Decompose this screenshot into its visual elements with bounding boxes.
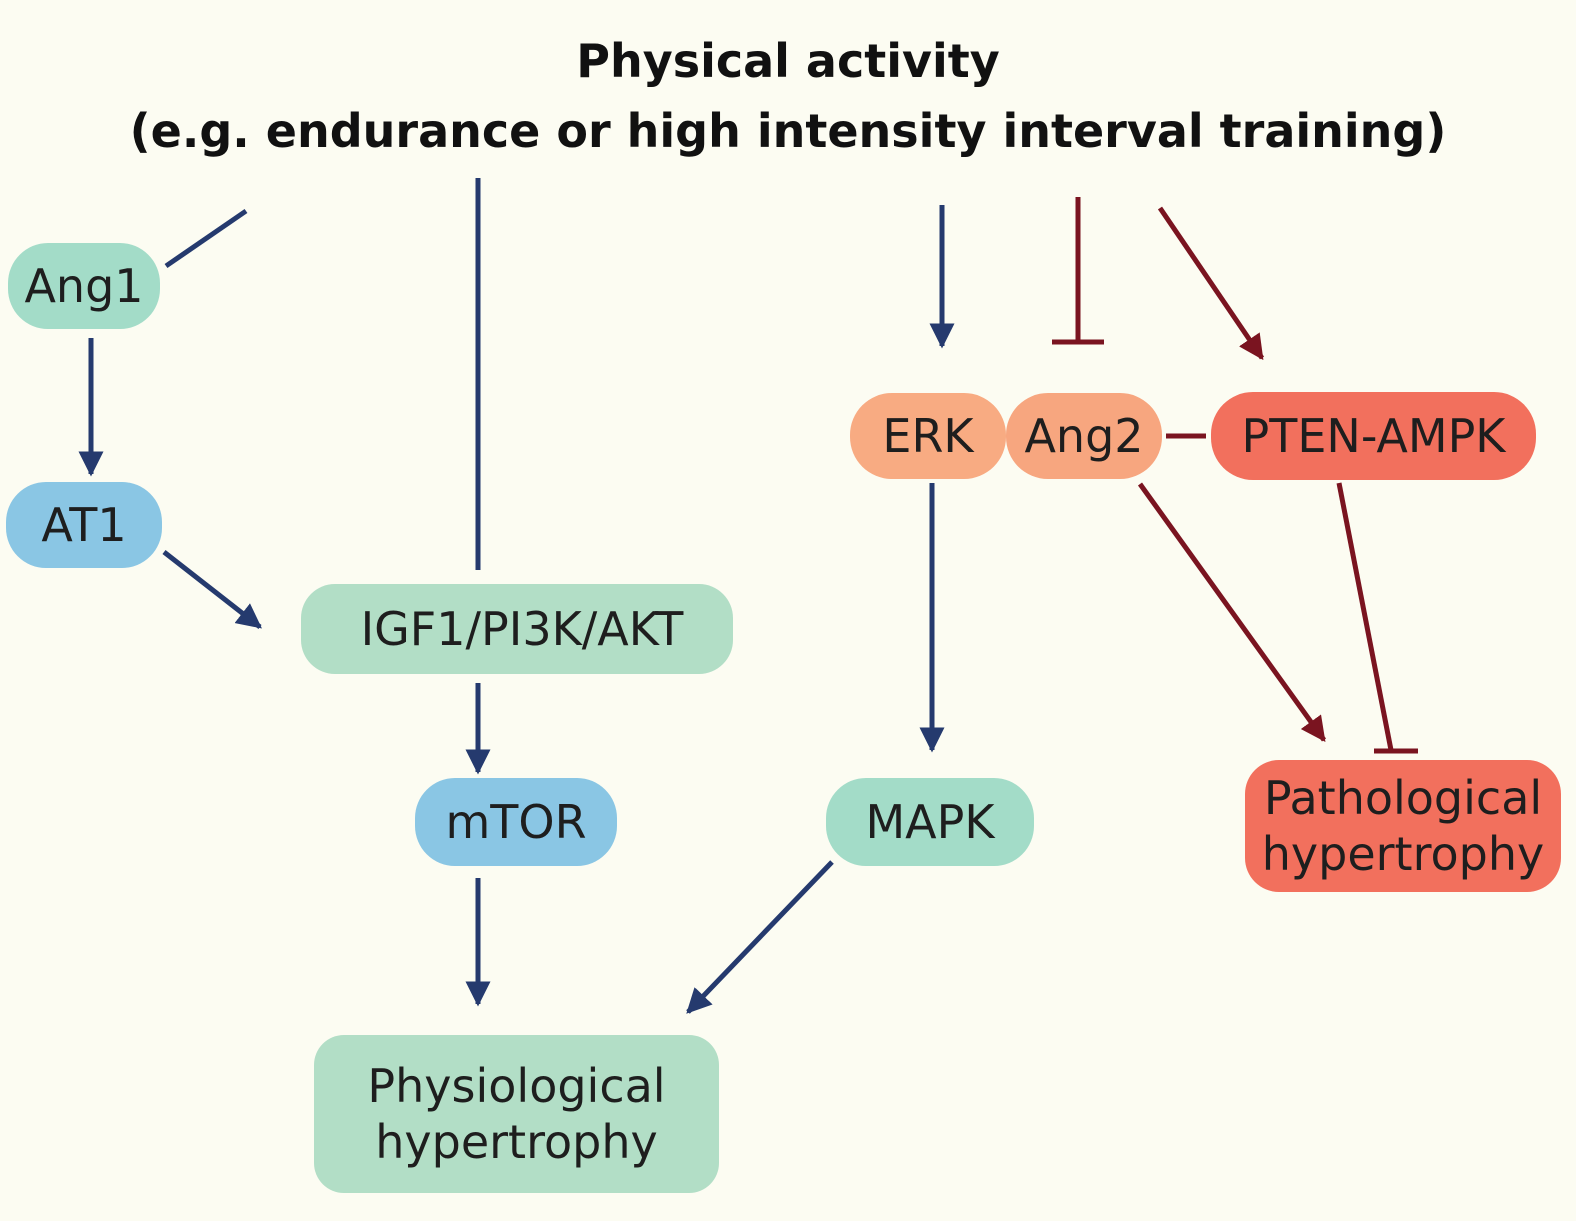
edge-ang2-pathological [1137, 482, 1327, 743]
node-ang1: Ang1 [8, 243, 160, 329]
node-mtor: mTOR [415, 778, 617, 866]
pathological-line2: hypertrophy [1261, 827, 1545, 881]
node-physiological-hypertrophy: Physiological hypertrophy [314, 1035, 719, 1193]
edge-mapk-physiological [686, 860, 834, 1014]
node-pathological-hypertrophy: Pathological hypertrophy [1245, 760, 1561, 892]
edge-at1-igf1 [162, 550, 262, 629]
physiological-line1: Physiological [367, 1059, 666, 1113]
physiological-line2: hypertrophy [375, 1115, 658, 1169]
diagram-title-line1: Physical activity [576, 34, 1000, 88]
node-erk: ERK [850, 393, 1006, 479]
edge-activity-ang1 [164, 208, 248, 269]
edge-pten-inhibits-pathological [1336, 482, 1394, 751]
edge-activity-pten [1157, 206, 1265, 361]
pathological-line1: Pathological [1263, 771, 1543, 825]
node-ang2: Ang2 [1006, 393, 1162, 479]
node-pten-ampk: PTEN-AMPK [1211, 392, 1536, 480]
node-igf1-pi3k-akt: IGF1/PI3K/AKT [301, 584, 733, 674]
node-at1: AT1 [6, 482, 162, 568]
diagram-title-line2: (e.g. endurance or high intensity interv… [129, 104, 1447, 158]
node-mapk: MAPK [826, 778, 1034, 866]
